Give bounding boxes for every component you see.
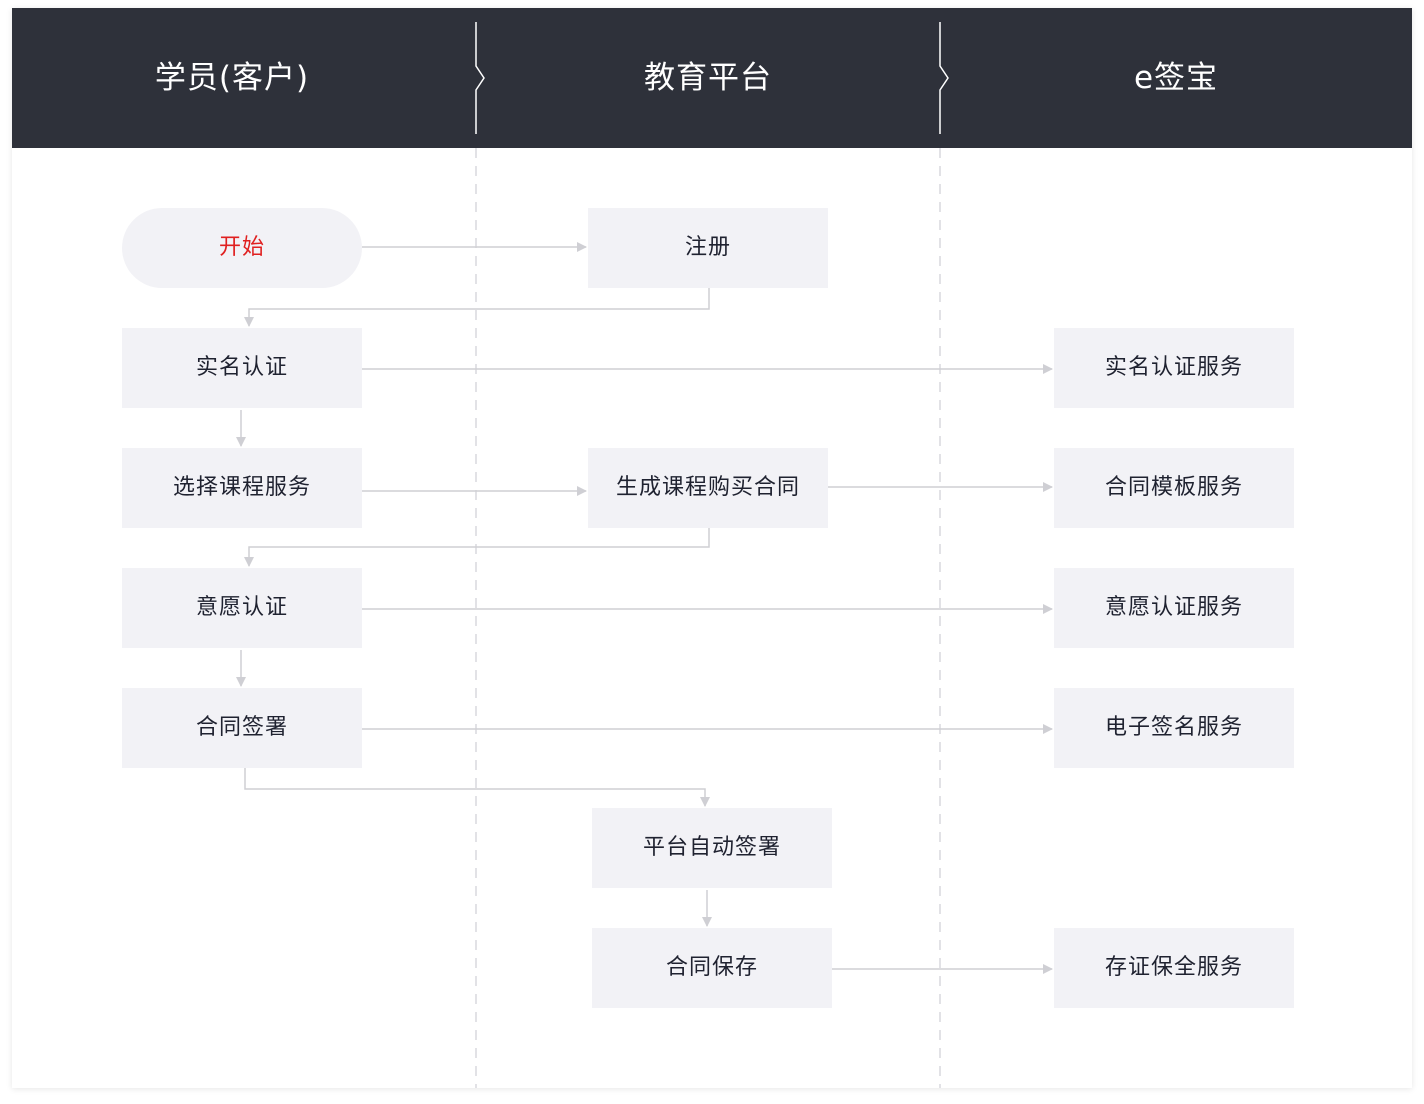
lane-title-esign: e签宝 xyxy=(1133,60,1219,96)
node-intent-auth: 意愿认证 xyxy=(122,568,362,648)
swimlane-header xyxy=(12,8,1412,148)
node-template-service: 合同模板服务 xyxy=(1054,448,1294,528)
node-evidence-service: 存证保全服务 xyxy=(1054,928,1294,1008)
lane-title-platform: 教育平台 xyxy=(644,60,772,96)
node-generate-contract: 生成课程购买合同 xyxy=(588,448,828,528)
node-real-name-service: 实名认证服务 xyxy=(1054,328,1294,408)
node-intent-service: 意愿认证服务 xyxy=(1054,568,1294,648)
node-real-name-auth: 实名认证 xyxy=(122,328,362,408)
node-contract-save: 合同保存 xyxy=(592,928,832,1008)
lane-title-student: 学员(客户) xyxy=(154,60,310,96)
node-platform-auto-sign: 平台自动签署 xyxy=(592,808,832,888)
node-register: 注册 xyxy=(588,208,828,288)
node-start: 开始 xyxy=(122,208,362,288)
node-esign-service: 电子签名服务 xyxy=(1054,688,1294,768)
diagram-frame xyxy=(12,8,1412,1088)
node-select-course: 选择课程服务 xyxy=(122,448,362,528)
node-contract-sign: 合同签署 xyxy=(122,688,362,768)
